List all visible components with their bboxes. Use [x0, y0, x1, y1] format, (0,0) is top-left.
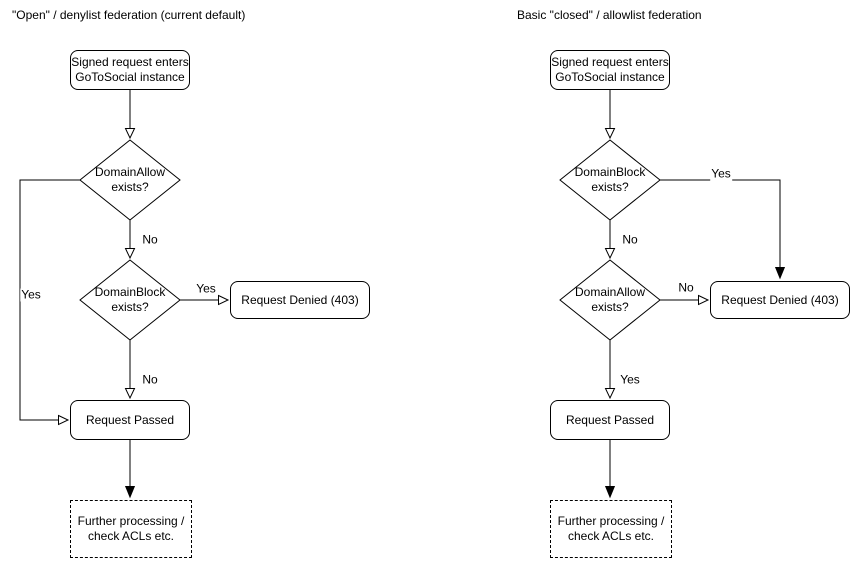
right-decision-domainallow-shape	[559, 259, 661, 341]
left-decision-domainallow-shape	[79, 139, 181, 221]
right-edge-label-domainallow-no: No	[677, 280, 695, 295]
left-edge-label-domainblock-yes: Yes	[195, 281, 217, 296]
left-start-node: Signed request enters GoToSocial instanc…	[70, 50, 190, 90]
left-chart-title: "Open" / denylist federation (current de…	[12, 8, 246, 22]
right-decision-domainblock-label: DomainBlock exists?	[574, 165, 646, 194]
right-decision-domainallow-label: DomainAllow exists?	[574, 285, 646, 314]
right-start-node: Signed request enters GoToSocial instanc…	[550, 50, 670, 90]
right-edge-label-domainallow-yes: Yes	[619, 372, 641, 387]
edge-right-domainblock-yes-to-denied	[660, 179, 780, 278]
right-decision-domainblock-shape	[559, 139, 661, 221]
left-decision-domainallow-label: DomainAllow exists?	[94, 165, 166, 194]
left-decision-domainblock-label: DomainBlock exists?	[94, 285, 166, 314]
right-further-processing-node: Further processing / check ACLs etc.	[550, 500, 672, 558]
right-request-denied-node: Request Denied (403)	[710, 281, 850, 319]
left-request-passed-node: Request Passed	[70, 400, 190, 440]
left-edge-label-domainallow-no: No	[141, 232, 159, 247]
left-further-processing-node: Further processing / check ACLs etc.	[70, 500, 192, 558]
left-request-denied-node: Request Denied (403)	[230, 281, 370, 319]
right-edge-label-domainblock-no: No	[621, 232, 639, 247]
left-decision-domainblock-shape	[79, 259, 181, 341]
left-edge-label-domainallow-yes: Yes	[20, 287, 42, 302]
right-request-passed-node: Request Passed	[550, 400, 670, 440]
left-edge-label-domainblock-no: No	[141, 372, 159, 387]
right-chart-title: Basic "closed" / allowlist federation	[517, 8, 702, 22]
edge-left-domainallow-yes-to-passed	[19, 179, 80, 426]
right-edge-label-domainblock-yes: Yes	[710, 166, 732, 181]
